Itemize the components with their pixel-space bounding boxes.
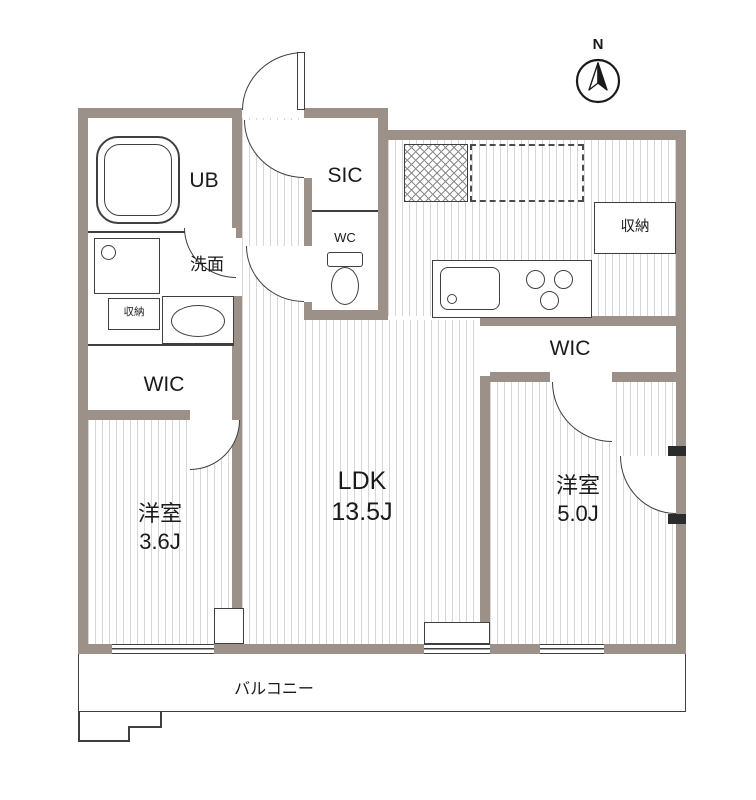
ub-label: UB bbox=[189, 169, 219, 192]
storage-right-box bbox=[594, 202, 676, 254]
balcony-outline bbox=[78, 654, 686, 712]
floor-bedroom-right bbox=[490, 382, 676, 644]
window-bedroom-right bbox=[540, 644, 604, 654]
compass-icon bbox=[575, 58, 621, 104]
balcony-step-line bbox=[128, 726, 162, 728]
wall-top-left bbox=[78, 108, 240, 118]
wall-top-step bbox=[378, 108, 388, 140]
wall-wic2-bottom-right bbox=[612, 372, 686, 382]
wall-right-outer bbox=[676, 130, 686, 654]
window-ldk bbox=[424, 644, 490, 654]
balcony-label: バルコニー bbox=[234, 681, 314, 698]
wall-top-mid bbox=[304, 108, 388, 118]
stove-burner-icon bbox=[526, 270, 545, 289]
balcony-step-line bbox=[78, 740, 130, 742]
wall-corridor-left-lower bbox=[232, 296, 242, 644]
toilet-bowl-icon bbox=[331, 267, 359, 305]
wall-washroom-divider bbox=[88, 344, 234, 346]
sliding-door-ldk bbox=[424, 622, 490, 644]
stove-burner-icon bbox=[554, 270, 573, 289]
wall-corridor-left-upper bbox=[232, 108, 242, 238]
ldk-name: LDK bbox=[337, 467, 387, 495]
bedroom-left-label: 洋室 3.6J bbox=[110, 500, 210, 555]
ldk-label: LDK 13.5J bbox=[302, 466, 422, 529]
ldk-size: 13.5J bbox=[331, 498, 393, 527]
entrance-door-leaf bbox=[297, 52, 305, 110]
bedroom-left-name: 洋室 bbox=[137, 501, 182, 526]
stove-burner-icon bbox=[540, 291, 559, 310]
wall-sic-wc-divider bbox=[312, 210, 378, 212]
balcony-step-line bbox=[78, 712, 80, 742]
wc-label: WC bbox=[334, 230, 356, 245]
bathtub-inner-icon bbox=[104, 144, 172, 216]
right-door-jamb-top bbox=[668, 446, 686, 456]
compass-north-label: N bbox=[592, 36, 604, 53]
wic-left-label: WIC bbox=[143, 373, 185, 396]
wall-ldk-bedroom-divider bbox=[480, 376, 490, 644]
toilet-tank-icon bbox=[327, 252, 363, 267]
sink-drain-icon bbox=[447, 294, 457, 304]
bedroom-right-label: 洋室 5.0J bbox=[528, 472, 628, 527]
range-hatch-box bbox=[404, 144, 468, 202]
window-bedroom-left bbox=[112, 644, 214, 654]
washroom-storage-label: 収納 bbox=[123, 306, 145, 318]
sic-label: SIC bbox=[327, 164, 363, 187]
pillar-box bbox=[214, 608, 244, 644]
wall-corridor-right-lower bbox=[304, 302, 312, 312]
wall-wic-bedroom bbox=[88, 410, 190, 420]
right-door-jamb-bottom bbox=[668, 514, 686, 524]
floor-ldk-center bbox=[242, 320, 480, 644]
wall-ub-divider bbox=[88, 231, 234, 233]
bedroom-right-name: 洋室 bbox=[555, 473, 600, 498]
wall-sicwc-bottom bbox=[304, 310, 388, 320]
washroom-storage-box bbox=[108, 298, 160, 330]
wic-right-label: WIC bbox=[549, 337, 591, 360]
vanity-basin-icon bbox=[171, 305, 225, 337]
wall-bottom bbox=[78, 644, 686, 654]
wall-corridor-right-upper bbox=[304, 178, 312, 246]
balcony-step-line bbox=[128, 726, 130, 742]
washroom-label: 洗面 bbox=[190, 255, 224, 274]
wall-top-right bbox=[378, 130, 686, 140]
bedroom-left-size: 3.6J bbox=[139, 528, 181, 554]
wall-wic2-top bbox=[480, 316, 686, 326]
washing-machine-faucet-icon bbox=[101, 245, 116, 260]
storage-right-label: 収納 bbox=[620, 219, 650, 235]
wall-sicwc-right bbox=[378, 140, 388, 320]
wall-left-outer bbox=[78, 108, 88, 654]
wall-wic2-bottom-left bbox=[490, 372, 550, 382]
bedroom-right-size: 5.0J bbox=[557, 500, 599, 526]
balcony-step-line bbox=[160, 712, 162, 727]
entrance-door-arc bbox=[242, 52, 304, 110]
refrigerator-space bbox=[470, 144, 584, 202]
